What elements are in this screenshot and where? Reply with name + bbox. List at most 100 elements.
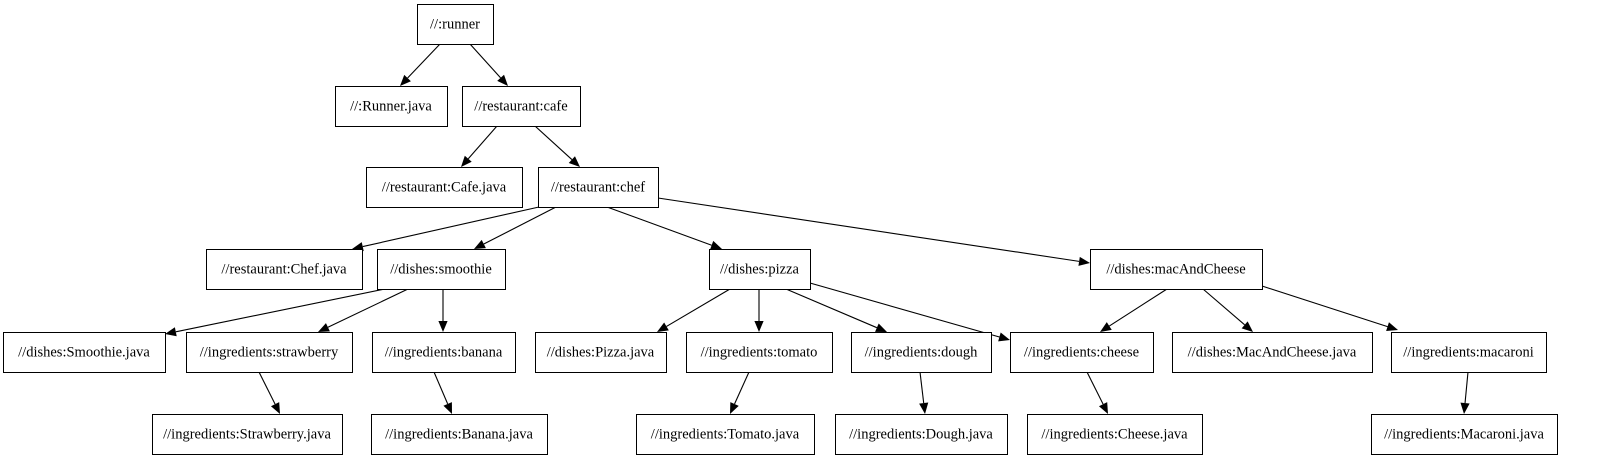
graph-node[interactable]: //ingredients:Strawberry.java xyxy=(152,414,343,455)
graph-node[interactable]: //:runner xyxy=(417,4,494,45)
node-box[interactable] xyxy=(1371,414,1558,455)
graph-node[interactable]: //ingredients:Cheese.java xyxy=(1027,414,1203,455)
graph-node[interactable]: //dishes:MacAndCheese.java xyxy=(1172,332,1373,373)
edge-arrowhead xyxy=(497,74,508,86)
edge-arrowhead xyxy=(730,402,739,414)
node-box[interactable] xyxy=(835,414,1008,455)
node-box[interactable] xyxy=(335,86,448,127)
node-label: //restaurant:chef xyxy=(551,179,645,195)
node-box[interactable] xyxy=(686,332,833,373)
edge-line xyxy=(606,206,712,246)
node-box[interactable] xyxy=(709,249,811,290)
node-box[interactable] xyxy=(1027,414,1203,455)
edge-line xyxy=(433,371,449,405)
node-label: //ingredients:Banana.java xyxy=(385,426,533,442)
graph-node[interactable]: //dishes:macAndCheese xyxy=(1090,249,1263,290)
node-label: //ingredients:macaroni xyxy=(1403,344,1533,360)
graph-node[interactable]: //ingredients:cheese xyxy=(1010,332,1154,373)
node-box[interactable] xyxy=(636,414,815,455)
edge-line xyxy=(407,43,441,79)
graph-edge xyxy=(809,282,1010,342)
node-box[interactable] xyxy=(1090,249,1263,290)
graph-edge xyxy=(1086,371,1108,414)
node-box[interactable] xyxy=(417,4,494,45)
graph-node[interactable]: //restaurant:chef xyxy=(538,167,659,208)
node-box[interactable] xyxy=(1172,332,1373,373)
graph-node[interactable]: //ingredients:Tomato.java xyxy=(636,414,815,455)
node-box[interactable] xyxy=(462,86,581,127)
edge-arrowhead xyxy=(165,327,177,337)
graph-node[interactable]: //:Runner.java xyxy=(335,86,448,127)
graph-edge xyxy=(433,371,452,414)
edge-arrowhead xyxy=(657,322,669,332)
edge-line xyxy=(1464,371,1469,404)
graph-edge xyxy=(730,371,750,414)
node-label: //ingredients:Cheese.java xyxy=(1041,426,1188,442)
node-box[interactable] xyxy=(3,332,166,373)
graph-node[interactable]: //ingredients:strawberry xyxy=(186,332,353,373)
edge-layer xyxy=(165,43,1470,414)
edge-line xyxy=(362,206,540,248)
edge-arrowhead xyxy=(1241,321,1253,332)
node-box[interactable] xyxy=(372,332,516,373)
graph-edge xyxy=(1100,288,1168,332)
edge-line xyxy=(534,125,573,160)
node-box[interactable] xyxy=(371,414,548,455)
edge-arrowhead xyxy=(1100,322,1112,332)
edge-arrowhead xyxy=(754,321,764,332)
node-box[interactable] xyxy=(538,167,659,208)
graph-node[interactable]: //restaurant:Cafe.java xyxy=(366,167,523,208)
graph-node[interactable]: //ingredients:dough xyxy=(851,332,992,373)
node-box[interactable] xyxy=(366,167,523,208)
graph-node[interactable]: //ingredients:Macaroni.java xyxy=(1371,414,1558,455)
graph-node[interactable]: //ingredients:banana xyxy=(372,332,516,373)
node-box[interactable] xyxy=(851,332,992,373)
edge-line xyxy=(1202,288,1246,326)
graph-edge xyxy=(785,288,887,332)
node-box[interactable] xyxy=(186,332,353,373)
edge-arrowhead xyxy=(400,74,411,86)
edge-arrowhead xyxy=(1460,402,1470,414)
node-label: //ingredients:dough xyxy=(865,344,979,360)
node-box[interactable] xyxy=(152,414,343,455)
node-box[interactable] xyxy=(206,249,363,290)
graph-node[interactable]: //ingredients:Dough.java xyxy=(835,414,1008,455)
edge-arrowhead xyxy=(919,402,929,414)
node-box[interactable] xyxy=(1010,332,1154,373)
node-label: //ingredients:Dough.java xyxy=(849,426,993,442)
graph-node[interactable]: //restaurant:Chef.java xyxy=(206,249,363,290)
edge-line xyxy=(1261,285,1388,328)
graph-node[interactable]: //ingredients:macaroni xyxy=(1391,332,1547,373)
edge-line xyxy=(666,288,731,327)
node-box[interactable] xyxy=(535,332,667,373)
node-label: //ingredients:strawberry xyxy=(200,344,339,360)
edge-arrowhead xyxy=(461,155,472,167)
node-box[interactable] xyxy=(1391,332,1547,373)
node-box[interactable] xyxy=(377,249,506,290)
node-label: //dishes:Pizza.java xyxy=(547,344,655,360)
graph-edge xyxy=(474,206,557,249)
graph-node[interactable]: //dishes:Pizza.java xyxy=(535,332,667,373)
edge-arrowhead xyxy=(352,242,364,252)
edge-line xyxy=(809,282,1000,338)
edge-line xyxy=(734,371,750,405)
node-label: //ingredients:Tomato.java xyxy=(651,426,800,442)
edge-arrowhead xyxy=(474,239,486,249)
edge-line xyxy=(469,43,502,79)
graph-node[interactable]: //restaurant:cafe xyxy=(462,86,581,127)
graph-edge xyxy=(534,125,580,167)
node-label: //ingredients:Strawberry.java xyxy=(163,426,331,442)
graph-node[interactable]: //dishes:smoothie xyxy=(377,249,506,290)
graph-node[interactable]: //dishes:Smoothie.java xyxy=(3,332,166,373)
edge-arrowhead xyxy=(1386,322,1398,331)
graph-node[interactable]: //ingredients:Banana.java xyxy=(371,414,548,455)
edge-line xyxy=(785,288,878,329)
graph-edge xyxy=(438,289,448,332)
node-label: //restaurant:Cafe.java xyxy=(382,179,507,195)
edge-arrowhead xyxy=(1098,402,1108,414)
graph-node[interactable]: //dishes:pizza xyxy=(709,249,811,290)
graph-node[interactable]: //ingredients:tomato xyxy=(686,332,833,373)
graph-edge xyxy=(606,206,722,250)
node-label: //ingredients:cheese xyxy=(1024,344,1139,360)
